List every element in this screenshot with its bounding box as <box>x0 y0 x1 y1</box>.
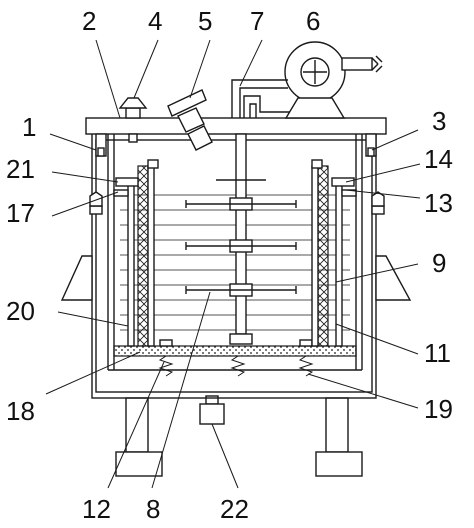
label-22: 22 <box>220 494 249 524</box>
stirring-shaft <box>185 133 297 345</box>
motor-assembly <box>231 41 383 119</box>
label-17: 17 <box>6 198 35 228</box>
drain-valve <box>199 395 225 425</box>
perforated-plate <box>113 345 357 357</box>
inlet-pipe <box>167 89 213 151</box>
right-filter-screen <box>311 159 343 347</box>
label-2: 2 <box>82 6 96 36</box>
label-7: 7 <box>250 6 264 36</box>
label-6: 6 <box>306 6 320 36</box>
leader-lines <box>45 39 421 489</box>
label-20: 20 <box>6 296 35 326</box>
label-1: 1 <box>22 112 36 142</box>
part-labels: 2 4 5 7 6 1 3 21 14 17 13 9 20 11 18 19 … <box>6 6 453 524</box>
label-5: 5 <box>198 6 212 36</box>
label-18: 18 <box>6 396 35 426</box>
feed-funnel <box>118 97 148 143</box>
label-19: 19 <box>424 394 453 424</box>
label-4: 4 <box>148 6 162 36</box>
label-11: 11 <box>424 338 451 368</box>
label-12: 12 <box>82 494 111 524</box>
label-8: 8 <box>146 494 160 524</box>
side-brackets <box>60 255 412 301</box>
label-9: 9 <box>432 248 446 278</box>
inner-tank <box>107 134 363 371</box>
label-14: 14 <box>424 144 453 174</box>
label-3: 3 <box>432 106 446 136</box>
label-13: 13 <box>424 188 453 218</box>
support-legs <box>115 397 363 477</box>
left-filter-screen <box>127 159 159 347</box>
label-21: 21 <box>6 154 35 184</box>
